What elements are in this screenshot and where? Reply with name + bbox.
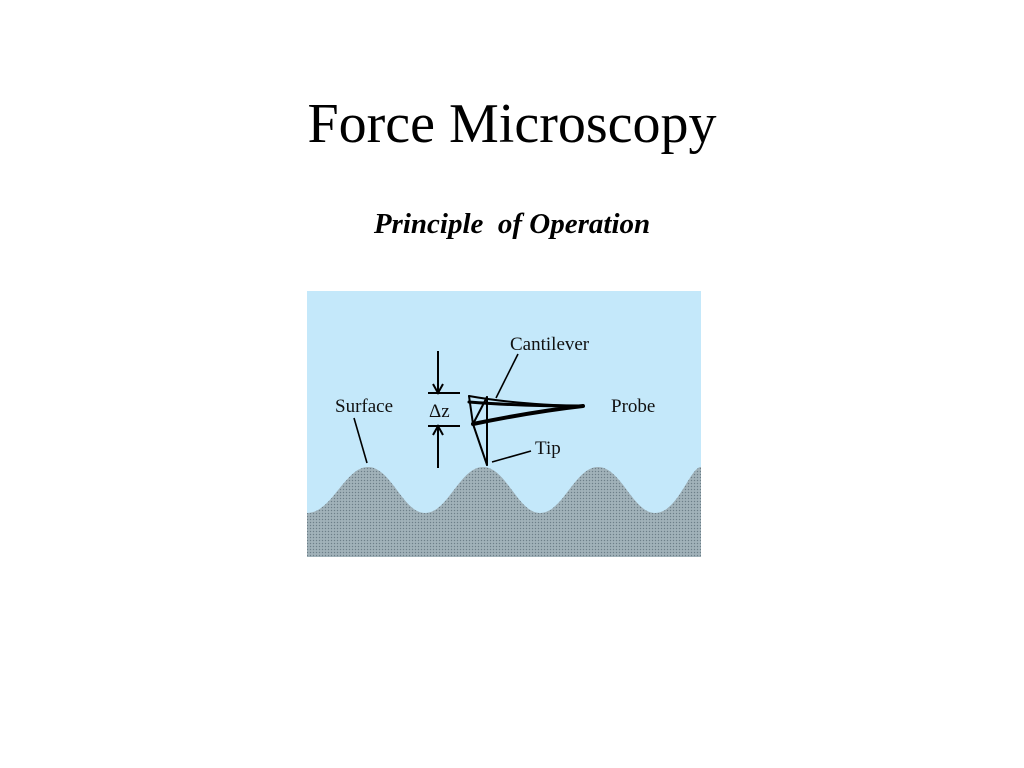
slide-title: Force Microscopy xyxy=(307,93,717,155)
sample-surface xyxy=(307,467,701,557)
surface-label: Surface xyxy=(335,396,393,417)
afm-diagram: Cantilever Surface Probe Tip Δz xyxy=(307,291,701,557)
cantilever-label: Cantilever xyxy=(510,334,590,355)
tip-label: Tip xyxy=(535,438,561,459)
afm-diagram-svg: Cantilever Surface Probe Tip Δz xyxy=(307,291,701,557)
delta-z-marker xyxy=(428,351,460,468)
cantilever-probe xyxy=(467,395,585,466)
leader-lines xyxy=(353,353,532,464)
probe-label: Probe xyxy=(611,396,655,417)
delta-z-label: Δz xyxy=(429,401,450,422)
slide-subtitle: Principle of Operation xyxy=(373,208,651,240)
